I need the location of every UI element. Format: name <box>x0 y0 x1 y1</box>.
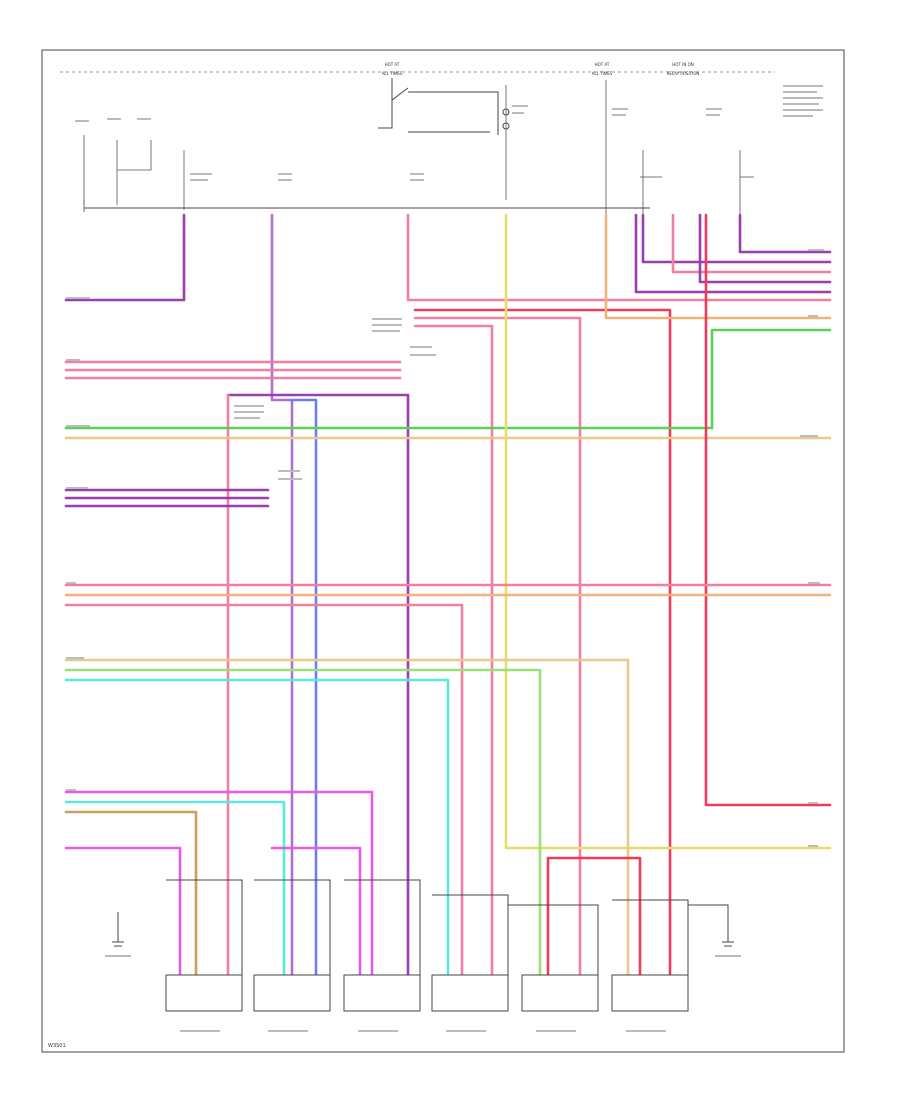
footer-code: W3S01 <box>48 1043 66 1049</box>
wire-purple-1 <box>64 213 186 302</box>
wire-purple-r3 <box>738 213 832 254</box>
wire-lime-1 <box>64 668 542 1002</box>
wire-red-r <box>704 213 832 807</box>
wire-orange-1 <box>604 213 832 320</box>
module-caption-bars <box>180 1030 666 1032</box>
module-2 <box>253 974 331 1012</box>
diagram-frame <box>41 49 845 1053</box>
wire-blue-1 <box>290 398 318 1002</box>
column-header-labels <box>190 108 754 181</box>
wire-violet-1 <box>270 213 294 1002</box>
wire-green-1 <box>64 328 832 430</box>
top-label-1: HOT AT <box>385 62 400 67</box>
wire-pink-3 <box>413 324 494 1002</box>
bottom-modules <box>165 879 689 1012</box>
top-label-2: HOT AT <box>595 62 610 67</box>
wire-tan-2 <box>64 658 630 1002</box>
wire-purple-2 <box>226 393 410 1002</box>
wire-pink-2 <box>413 316 582 1002</box>
wire-cyan-2 <box>64 800 286 1002</box>
wire-pink-mid2 <box>64 603 464 1002</box>
top-label-3: HOT IN ON <box>672 62 693 67</box>
module-1 <box>165 974 243 1012</box>
wire-magenta-3 <box>270 846 362 1002</box>
connector-label-1 <box>372 318 436 356</box>
ground-right <box>688 904 741 957</box>
module-5 <box>521 974 599 1012</box>
wire-cyan-1 <box>64 678 450 1002</box>
wire-end-labels <box>66 249 824 847</box>
fuse-group-left <box>75 118 650 212</box>
wire-red-1 <box>413 308 672 1002</box>
relay-symbol <box>378 78 528 200</box>
module-4 <box>431 974 509 1012</box>
wire-purple-r2 <box>698 213 832 284</box>
wire-magenta-1 <box>64 790 374 1002</box>
top-label-1b: ALL TIMES <box>382 71 403 76</box>
wire-red-2 <box>546 856 642 1002</box>
wire-purple-r1 <box>641 213 832 264</box>
wire-yellow-1 <box>504 213 832 850</box>
wire-magenta-2 <box>64 846 182 1002</box>
ground-left <box>105 912 131 957</box>
side-note-block <box>783 85 823 117</box>
top-label-3b: RELAY POSITION <box>667 71 700 76</box>
wire-pink-main <box>406 213 832 302</box>
module-3 <box>343 974 421 1012</box>
wire-pink-r1 <box>671 213 832 274</box>
wire-purple-r4 <box>634 213 832 294</box>
module-6 <box>611 974 689 1012</box>
wire-brown-1 <box>64 810 198 1002</box>
top-label-2b: ALL TIMES <box>592 71 613 76</box>
connector-label-2 <box>234 405 302 480</box>
